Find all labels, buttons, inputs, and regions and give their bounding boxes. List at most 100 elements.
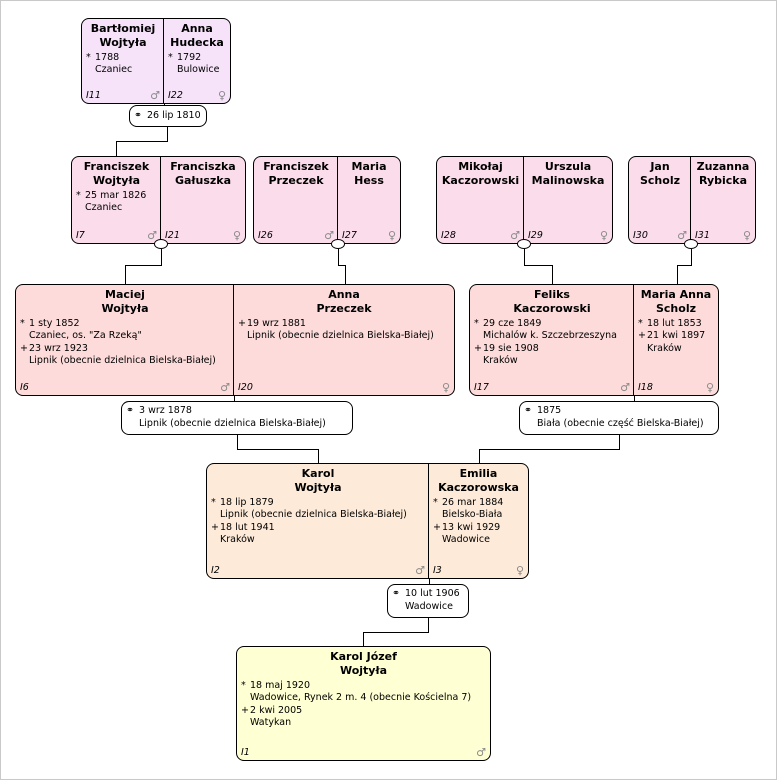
marriage-box-1810[interactable]: ⚭26 lip 1810 bbox=[129, 105, 207, 127]
person-given: Maria bbox=[351, 160, 387, 173]
event-symbol: + bbox=[433, 521, 441, 533]
person-details: *18 lut 1853 +21 kwi 1897 Kraków bbox=[638, 318, 714, 356]
person-footer: I21 ♀ bbox=[165, 230, 241, 241]
person-id: I22 bbox=[168, 90, 183, 101]
event-text: Czaniec bbox=[95, 64, 133, 76]
event-text: 13 kwi 1929 bbox=[442, 521, 501, 533]
union-oval bbox=[684, 239, 698, 249]
female-gender-icon: ♀ bbox=[387, 229, 396, 242]
marriage-icon: ⚭ bbox=[126, 405, 134, 417]
marriage-line: ⚭1875 bbox=[524, 405, 714, 418]
event-text: Bielsko-Biała bbox=[442, 509, 503, 521]
person-id: I2 bbox=[211, 565, 220, 576]
person-box-franciszka-galuszka[interactable]: Franciszka Gałuszka I21 ♀ bbox=[160, 156, 246, 244]
person-footer: I18 ♀ bbox=[638, 382, 714, 393]
event-symbol: + bbox=[474, 342, 482, 354]
person-box-feliks-kaczorowski[interactable]: Feliks Kaczorowski *29 cze 1849 Michalów… bbox=[469, 284, 635, 396]
person-name: Anna Hudecka bbox=[168, 22, 226, 50]
event-text: Czaniec, os. "Za Rzeką" bbox=[29, 330, 142, 342]
connector-line bbox=[691, 249, 692, 265]
event-symbol: * bbox=[433, 496, 438, 508]
connector-line bbox=[338, 265, 346, 266]
person-details: +19 wrz 1881 Lipnik (obecnie dzielnica B… bbox=[238, 318, 450, 343]
person-box-urszula-malinowska[interactable]: Urszula Malinowska I29 ♀ bbox=[523, 156, 613, 244]
person-details: *29 cze 1849 Michalów k. Szczebrzeszyna … bbox=[474, 318, 630, 368]
detail-line: +13 kwi 1929 bbox=[433, 522, 524, 535]
person-given: Franciszka bbox=[170, 160, 236, 173]
marriage-line: ⚭10 lut 1906 bbox=[392, 588, 464, 601]
marriage-box-1878[interactable]: ⚭3 wrz 1878 Lipnik (obecnie dzielnica Bi… bbox=[121, 401, 353, 435]
event-text: 29 cze 1849 bbox=[483, 317, 542, 329]
person-name: Anna Przeczek bbox=[238, 288, 450, 316]
event-symbol: * bbox=[20, 317, 25, 329]
detail-line: +23 wrz 1923 bbox=[20, 343, 230, 356]
person-box-maciej-wojtyla[interactable]: Maciej Wojtyła *1 sty 1852 Czaniec, os. … bbox=[15, 284, 235, 396]
person-name: Franciszka Gałuszka bbox=[165, 160, 241, 188]
connector-line bbox=[363, 632, 364, 646]
male-gender-icon: ♂ bbox=[150, 89, 160, 102]
person-box-karol-jozef-wojtyla[interactable]: Karol Józef Wojtyła *18 maj 1920 Wadowic… bbox=[236, 646, 491, 761]
person-id: I3 bbox=[433, 565, 442, 576]
person-box-franciszek-wojtyla[interactable]: Franciszek Wojtyła *25 mar 1826 Czaniec … bbox=[71, 156, 162, 244]
detail-line: *1792 bbox=[168, 52, 226, 65]
connector-line bbox=[363, 632, 429, 633]
person-given: Anna bbox=[181, 22, 213, 35]
person-box-zuzanna-rybicka[interactable]: Zuzanna Rybicka I31 ♀ bbox=[690, 156, 756, 244]
detail-line: Czaniec bbox=[76, 202, 157, 215]
person-footer: I20 ♀ bbox=[238, 382, 450, 393]
event-text: 19 wrz 1881 bbox=[247, 317, 306, 329]
person-box-maria-hess[interactable]: Maria Hess I27 ♀ bbox=[337, 156, 401, 244]
detail-line: Lipnik (obecnie dzielnica Bielska-Białej… bbox=[211, 509, 425, 522]
person-footer: I1 ♂ bbox=[241, 747, 486, 758]
person-id: I1 bbox=[241, 747, 250, 758]
person-given: Maciej bbox=[105, 288, 145, 301]
person-box-anna-hudecka[interactable]: Anna Hudecka *1792 Bulowice I22 ♀ bbox=[163, 18, 231, 104]
marriage-box-1875[interactable]: ⚭1875 Biała (obecnie część Bielska-Białe… bbox=[519, 401, 719, 435]
connector-line bbox=[345, 265, 346, 284]
event-text: 1 sty 1852 bbox=[29, 317, 80, 329]
marriage-box-1906[interactable]: ⚭10 lut 1906 Wadowice bbox=[387, 584, 469, 618]
person-details: *1792 Bulowice bbox=[168, 52, 226, 77]
male-gender-icon: ♂ bbox=[510, 229, 520, 242]
person-box-emilia-kaczorowska[interactable]: Emilia Kaczorowska *26 mar 1884 Bielsko-… bbox=[428, 463, 529, 579]
person-given: Bartłomiej bbox=[90, 22, 156, 35]
person-box-mikolaj-kaczorowski[interactable]: Mikołaj Kaczorowski I28 ♂ bbox=[436, 156, 525, 244]
person-box-anna-przeczek[interactable]: Anna Przeczek +19 wrz 1881 Lipnik (obecn… bbox=[233, 284, 455, 396]
event-text: 1788 bbox=[95, 51, 120, 63]
person-name: Feliks Kaczorowski bbox=[474, 288, 630, 316]
event-text: Lipnik (obecnie dzielnica Bielska-Białej… bbox=[29, 355, 216, 367]
marriage-line: Lipnik (obecnie dzielnica Bielska-Białej… bbox=[126, 418, 348, 431]
event-text: 18 lut 1853 bbox=[647, 317, 702, 329]
person-footer: I29 ♀ bbox=[528, 230, 608, 241]
connector-line bbox=[125, 265, 162, 266]
person-details: *18 lip 1879 Lipnik (obecnie dzielnica B… bbox=[211, 497, 425, 547]
connector-line bbox=[619, 435, 620, 449]
event-text: 26 mar 1884 bbox=[442, 496, 504, 508]
person-box-karol-wojtyla[interactable]: Karol Wojtyła *18 lip 1879 Lipnik (obecn… bbox=[206, 463, 430, 579]
person-box-maria-anna-scholz[interactable]: Maria Anna Scholz *18 lut 1853 +21 kwi 1… bbox=[633, 284, 719, 396]
person-box-bartlomiej-wojtyla[interactable]: Bartłomiej Wojtyła *1788 Czaniec I11 ♂ bbox=[81, 18, 165, 104]
marriage-line: ⚭26 lip 1810 bbox=[134, 110, 202, 123]
event-text: Kraków bbox=[483, 355, 518, 367]
marriage-icon: ⚭ bbox=[524, 405, 532, 417]
person-surname: Rybicka bbox=[698, 173, 748, 187]
person-given: Franciszek bbox=[83, 160, 150, 173]
person-given: Franciszek bbox=[263, 160, 329, 173]
event-text: 19 sie 1908 bbox=[483, 342, 539, 354]
person-surname: Gałuszka bbox=[174, 173, 232, 187]
detail-line: *29 cze 1849 bbox=[474, 318, 630, 331]
person-box-jan-scholz[interactable]: Jan Scholz I30 ♂ bbox=[628, 156, 692, 244]
person-details: *26 mar 1884 Bielsko-Biała +13 kwi 1929 … bbox=[433, 497, 524, 547]
person-box-franciszek-przeczek[interactable]: Franciszek Przeczek I26 ♂ bbox=[253, 156, 339, 244]
event-symbol: + bbox=[238, 317, 246, 329]
male-gender-icon: ♂ bbox=[324, 229, 334, 242]
person-surname: Wojtyła bbox=[99, 35, 147, 49]
detail-line: *1788 bbox=[86, 52, 160, 65]
person-id: I21 bbox=[165, 230, 180, 241]
event-text: 2 kwi 2005 bbox=[250, 704, 303, 716]
person-name: Karol Wojtyła bbox=[211, 467, 425, 495]
event-symbol bbox=[241, 717, 250, 730]
male-gender-icon: ♂ bbox=[677, 229, 687, 242]
male-gender-icon: ♂ bbox=[476, 746, 486, 759]
event-symbol bbox=[168, 64, 177, 77]
